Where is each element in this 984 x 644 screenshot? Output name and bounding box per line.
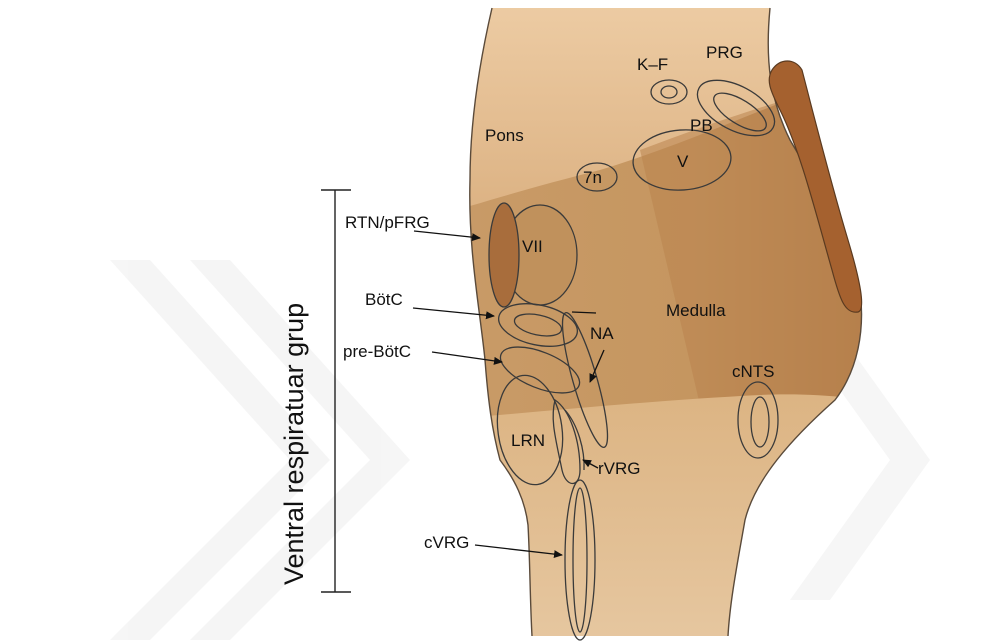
kf-label: K–F: [637, 55, 668, 74]
botc-label: BötC: [365, 290, 403, 309]
pre-botc-label: pre-BötC: [343, 342, 411, 361]
pb-label: PB: [690, 116, 713, 135]
rvrg-label: rVRG: [598, 459, 641, 478]
medulla-label: Medulla: [666, 301, 726, 320]
v-label: V: [677, 152, 689, 171]
7n-label: 7n: [583, 168, 602, 187]
cvrg-label: cVRG: [424, 533, 469, 552]
vii-label: VII: [522, 237, 543, 256]
rtn-pfrg-label: RTN/pFRG: [345, 213, 430, 232]
pons-label: Pons: [485, 126, 524, 145]
ventral-respiratory-group-label: Ventral respiratuar grup: [279, 303, 309, 585]
prg-label: PRG: [706, 43, 743, 62]
cnts-label: cNTS: [732, 362, 775, 381]
na-label: NA: [590, 324, 614, 343]
lrn-label: LRN: [511, 431, 545, 450]
